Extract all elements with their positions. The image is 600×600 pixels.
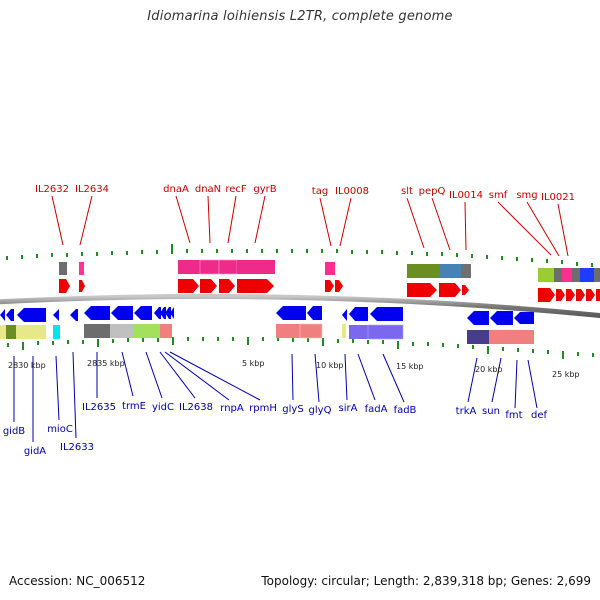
reverse-arrows	[0, 306, 534, 325]
forward-feature-blocks	[59, 259, 600, 282]
gene-label: IL2633	[60, 442, 94, 453]
gene-label: slt	[401, 186, 413, 197]
scale-label: 2835 kbp	[87, 359, 125, 368]
gene-label: IL2634	[75, 184, 109, 195]
gene-label: yidC	[152, 402, 174, 413]
gene-label: dnaA	[163, 184, 189, 195]
gene-label: IL2632	[35, 184, 69, 195]
scale-labels: 2830 kbp 2835 kbp 5 kbp 10 kbp 15 kbp 20…	[8, 359, 580, 379]
gene-label: recF	[225, 184, 247, 195]
scale-label: 20 kbp	[475, 365, 503, 374]
gene-label: trkA	[456, 406, 477, 417]
reverse-gene-labels: gidB gidA mioC IL2633 IL2635 trmE yidC I…	[3, 401, 548, 457]
scale-label: 15 kbp	[396, 362, 424, 371]
gene-label: IL2638	[179, 402, 213, 413]
gene-label: smg	[516, 190, 537, 201]
gene-label: pepQ	[419, 186, 446, 197]
forward-tick-row	[6, 244, 593, 267]
gene-label: dnaN	[195, 184, 221, 195]
gene-label: IL0021	[541, 192, 575, 203]
gene-label: trmE	[122, 401, 146, 412]
reverse-tick-row	[7, 337, 594, 359]
gene-label: sirA	[339, 403, 358, 414]
reverse-feature-blocks	[0, 323, 534, 344]
gene-label: IL0008	[335, 186, 369, 197]
gene-label: smf	[489, 190, 508, 201]
scale-label: 25 kbp	[552, 370, 580, 379]
gene-label: glyQ	[309, 405, 332, 416]
accession-info: Accession: NC_006512	[9, 574, 146, 588]
gene-label: tag	[312, 186, 328, 197]
forward-gene-labels: IL2632 IL2634 dnaA dnaN recF gyrB tag IL…	[35, 184, 575, 203]
forward-arrows	[59, 279, 600, 302]
gene-label: fadA	[365, 404, 388, 415]
forward-leader-lines	[51, 195, 569, 257]
gene-label: glyS	[282, 404, 303, 415]
gene-label: fadB	[394, 405, 417, 416]
gene-label: gidA	[24, 446, 46, 457]
topology-info: Topology: circular; Length: 2,839,318 bp…	[261, 574, 591, 588]
gene-label: gyrB	[253, 184, 276, 195]
genome-backbone	[0, 293, 600, 319]
reverse-leader-lines	[13, 351, 538, 442]
gene-label: mioC	[47, 424, 73, 435]
scale-label: 5 kbp	[242, 359, 264, 368]
page-title: Idiomarina loihiensis L2TR, complete gen…	[147, 9, 453, 24]
gene-label: rpmH	[249, 403, 277, 414]
gene-label: rnpA	[220, 403, 244, 414]
gene-label: IL2635	[82, 402, 116, 413]
gene-label: sun	[482, 406, 500, 417]
scale-label: 2830 kbp	[8, 361, 46, 370]
scale-label: 10 kbp	[316, 361, 344, 370]
gene-label: gidB	[3, 426, 25, 437]
gene-label: IL0014	[449, 190, 483, 201]
gene-label: def	[531, 410, 548, 421]
gene-label: fmt	[505, 410, 522, 421]
